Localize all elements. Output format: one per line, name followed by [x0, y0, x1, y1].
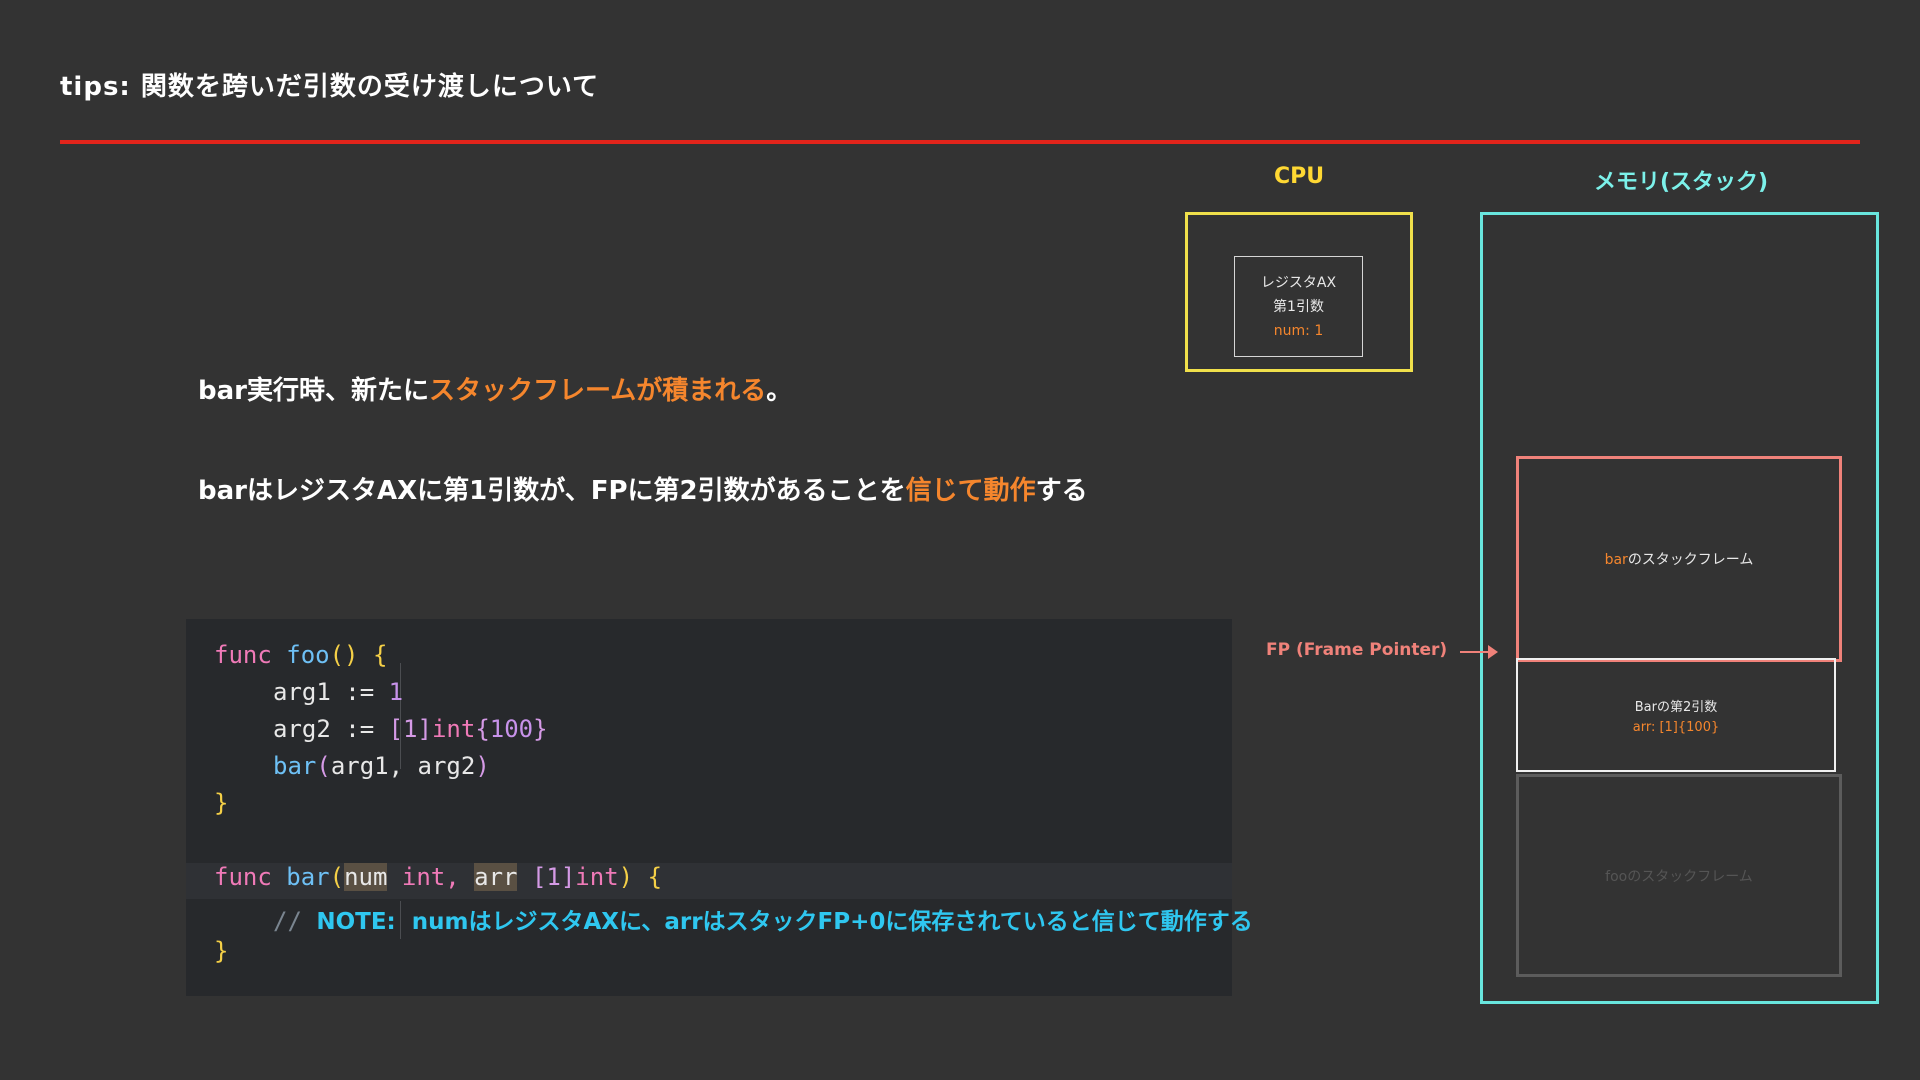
- statement1-suffix: 。: [766, 376, 793, 406]
- foo-stack-frame: fooのスタックフレーム: [1516, 774, 1842, 977]
- memory-label: メモリ(スタック): [1594, 170, 1769, 195]
- indent-guide: [400, 901, 401, 939]
- bar-frame-name: bar: [1604, 552, 1628, 568]
- cpu-label: CPU: [1274, 164, 1325, 189]
- frame-pointer-arrow-shaft: [1460, 651, 1492, 653]
- page-title: tips: 関数を跨いだ引数の受け渡しについて: [60, 72, 600, 102]
- bar-stack-frame: barのスタックフレーム: [1516, 456, 1842, 662]
- arg-title: Barの第2引数: [1634, 700, 1718, 715]
- register-desc: 第1引数: [1273, 299, 1324, 315]
- statement2-prefix: barはレジスタAXに第1引数が、FPに第2引数があることを: [198, 476, 906, 506]
- title-divider: [60, 140, 1860, 144]
- code-line-7: // NOTE: numはレジスタAXに、arrはスタックFP+0に保存されてい…: [273, 907, 1253, 935]
- frame-pointer-arrow-icon: [1488, 645, 1498, 659]
- bar-second-arg-slot: Barの第2引数 arr: [1]{100}: [1516, 658, 1836, 772]
- code-line-4: bar(arg1, arg2): [273, 752, 490, 780]
- code-line-8: }: [214, 937, 229, 965]
- code-line-1: func foo() {: [214, 641, 388, 669]
- code-line-5: }: [214, 789, 229, 817]
- cpu-box: [1185, 212, 1413, 372]
- frame-pointer-label: FP (Frame Pointer): [1266, 640, 1448, 660]
- arg-value: arr: [1]{100}: [1632, 720, 1720, 735]
- statement2-suffix: する: [1035, 476, 1088, 506]
- code-line-3: arg2 := [1]int{100}: [273, 715, 548, 743]
- statement1-prefix: bar実行時、新たに: [198, 376, 429, 406]
- statement-trust: barはレジスタAXに第1引数が、FPに第2引数があることを信じて動作する: [198, 470, 1088, 507]
- register-ax-box: レジスタAX 第1引数 num: 1: [1234, 256, 1363, 357]
- register-name: レジスタAX: [1260, 275, 1337, 291]
- code-block: func foo() { arg1 := 1 arg2 := [1]int{10…: [186, 619, 1253, 996]
- bar-frame-suffix: のスタックフレーム: [1627, 552, 1754, 568]
- code-line-6: func bar(num int, arr [1]int) {: [214, 863, 663, 891]
- foo-frame-label: fooのスタックフレーム: [1605, 868, 1753, 885]
- memory-stack-box: [1480, 212, 1879, 1004]
- indent-guide: [400, 663, 401, 769]
- statement-stack-frame: bar実行時、新たにスタックフレームが積まれる。: [198, 370, 792, 407]
- code-line-2: arg1 := 1: [273, 678, 404, 706]
- statement2-highlight: 信じて動作: [905, 476, 1036, 506]
- statement1-highlight: スタックフレームが積まれる: [428, 376, 767, 406]
- register-value: num: 1: [1273, 323, 1324, 339]
